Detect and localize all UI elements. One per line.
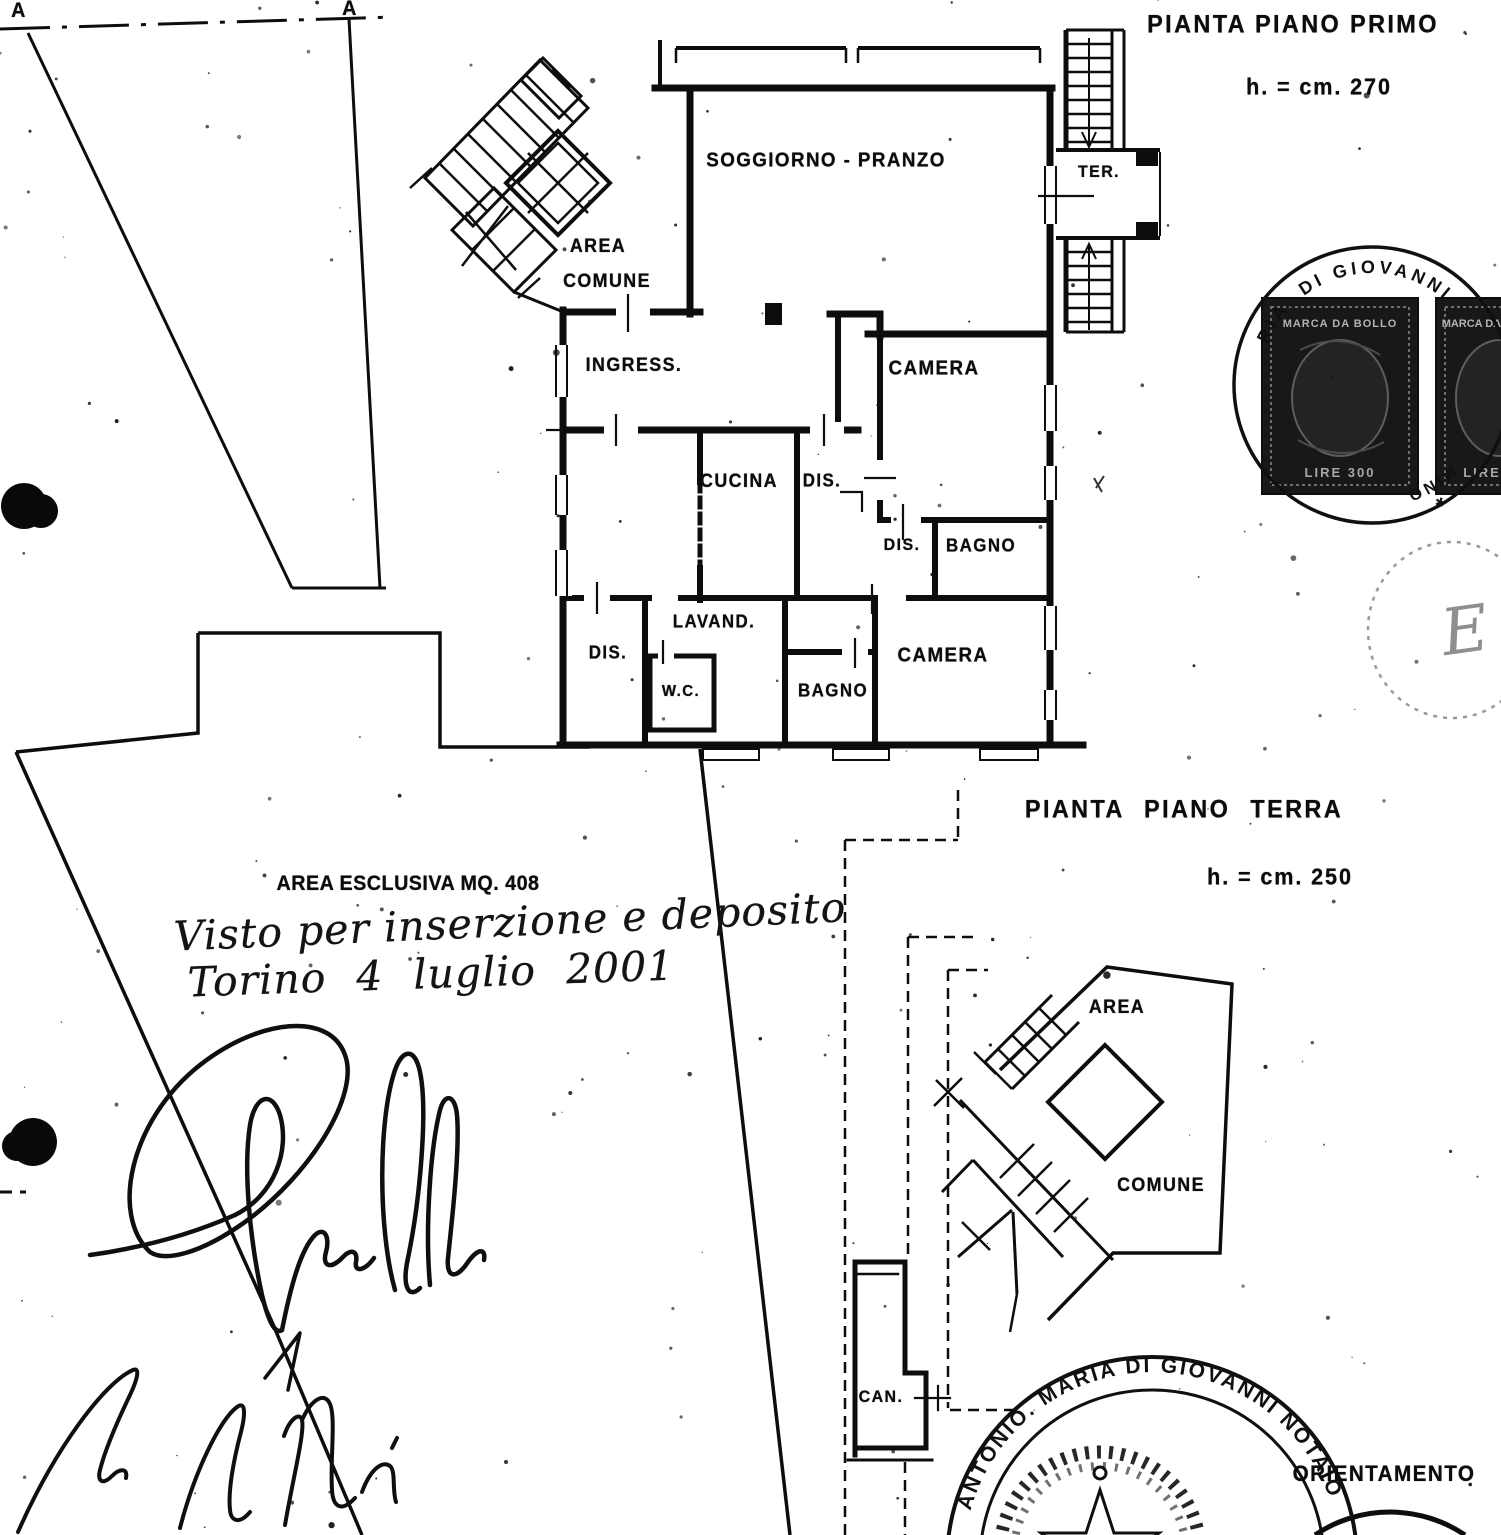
room-label-bagno-2: BAGNO	[797, 680, 869, 701]
ground-floor-title: PIANTA PIANO TERRA	[1024, 795, 1344, 824]
first-floor-inner-walls	[560, 303, 1053, 748]
section-line	[0, 15, 394, 590]
stamp-top-star: *	[1430, 492, 1448, 521]
room-label-dis-1: DIS.	[802, 470, 842, 491]
room-label-wc: W.C.	[661, 683, 701, 700]
pencil-letter: E	[1436, 591, 1494, 671]
room-label-gf-comune: COMUNE	[1117, 1175, 1205, 1196]
ground-floor-plan	[933, 965, 1234, 1333]
notary-stamp-bottom: ANTONIO. MARIA DI GIOVANNI NOTAIO	[946, 1354, 1358, 1535]
ground-floor-height-note: h. = cm. 250	[1207, 863, 1353, 890]
balcony-rail	[658, 40, 1042, 88]
hole-punch-top	[1, 483, 58, 529]
signature-1	[87, 1023, 487, 1334]
revenue-right-value: LIRE	[1463, 465, 1501, 480]
room-label-soggiorno: SOGGIORNO - PRANZO	[706, 149, 946, 172]
room-label-camera-2: CAMERA	[897, 644, 989, 667]
orientation-label: ORIENTAMENTO	[1292, 1461, 1476, 1486]
section-mark-right: A	[342, 0, 358, 20]
room-label-bagno-1: BAGNO	[945, 535, 1017, 556]
terrace-stairs	[1056, 28, 1161, 334]
area-esclusiva-note: AREA ESCLUSIVA MQ. 408	[276, 872, 540, 895]
signature-2	[16, 1331, 399, 1534]
room-label-lavanderia: LAVAND.	[672, 611, 756, 632]
room-label-camera-1: CAMERA	[888, 357, 980, 380]
pencil-e-mark: E	[1366, 540, 1501, 720]
room-label-area-comune-1: AREA	[569, 236, 627, 257]
stray-mark	[1093, 475, 1105, 493]
svg-text:ANTONIO. MARIA DI GIOVANNI NOT: ANTONIO. MARIA DI GIOVANNI NOTAIO	[953, 1354, 1347, 1512]
revenue-right-header: MARCA DA BOLLO	[1442, 318, 1501, 330]
stairwell-top-left	[409, 55, 613, 313]
room-label-gf-area: AREA	[1088, 997, 1146, 1018]
room-label-terrace: TER.	[1077, 162, 1121, 181]
room-label-cucina: CUCINA	[700, 471, 778, 492]
room-label-ingresso: INGRESS.	[585, 355, 683, 376]
first-floor-title: PIANTA PIANO PRIMO	[1147, 10, 1439, 39]
section-mark-left: A	[11, 0, 27, 22]
first-floor-height-note: h. = cm. 270	[1246, 73, 1392, 100]
room-label-cantina: CAN.	[858, 1387, 904, 1406]
revenue-stamp-right: MARCA DA BOLLO LIRE	[1435, 297, 1501, 495]
revenue-left-header: MARCA DA BOLLO	[1283, 318, 1398, 330]
dashed-boundary	[843, 790, 1015, 1535]
room-label-dis-3: DIS.	[588, 642, 628, 663]
orientation-circle	[1313, 1509, 1467, 1535]
stamp-bottom-arc-text: ANTONIO. MARIA DI GIOVANNI NOTAIO	[953, 1354, 1344, 1512]
site-boundary	[0, 631, 792, 1535]
room-label-area-comune-2: COMUNE	[563, 271, 651, 292]
room-label-dis-2: DIS.	[883, 535, 921, 554]
door-gaps	[554, 166, 1059, 720]
window-glyphs	[555, 166, 1057, 761]
can-room	[846, 1259, 952, 1462]
door-ticks	[546, 194, 1094, 668]
revenue-left-value: LIRE 300	[1305, 465, 1376, 480]
revenue-stamp-left: MARCA DA BOLLO LIRE 300	[1261, 297, 1419, 495]
first-floor-outer-walls	[556, 84, 1087, 749]
hole-punch-bottom	[2, 1118, 57, 1166]
